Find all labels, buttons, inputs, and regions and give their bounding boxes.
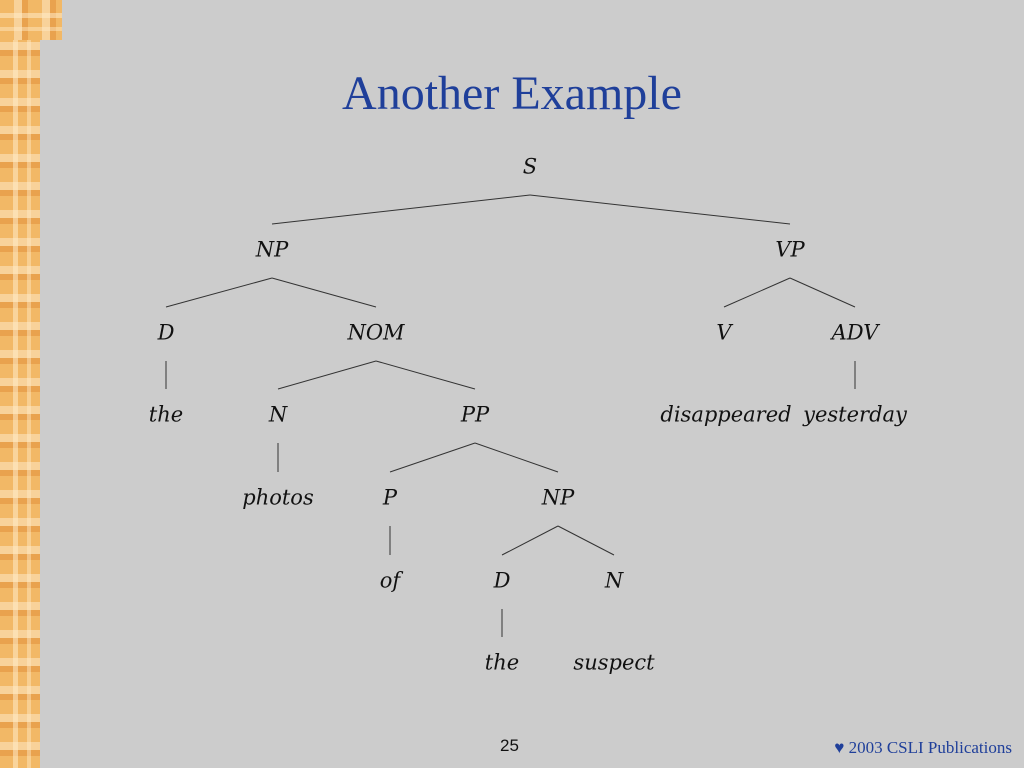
- tree-node-d1: D: [157, 321, 175, 345]
- tree-node-suspect: suspect: [573, 651, 655, 675]
- decorative-border-top: [0, 0, 62, 40]
- tree-node-disappeared: disappeared: [660, 403, 791, 427]
- tree-edge-nom-pp: [375, 360, 476, 390]
- tree-node-nom: NOM: [346, 321, 405, 345]
- heart-icon: ♥: [834, 738, 845, 757]
- tree-edge-s-vp: [529, 194, 791, 225]
- slide-title: Another Example: [342, 67, 682, 120]
- tree-node-the1: the: [149, 403, 183, 427]
- tree-node-n2: N: [604, 569, 624, 593]
- tree-node-np1: NP: [255, 238, 289, 262]
- tree-edge-np2-d2: [501, 525, 559, 556]
- tree-node-d2: D: [493, 569, 511, 593]
- tree-edge-nom-n1: [277, 360, 377, 390]
- tree-edge-np1-d1: [165, 277, 273, 308]
- copyright-footer: ♥ 2003 CSLI Publications: [834, 738, 1012, 758]
- page-number: 25: [500, 736, 519, 755]
- tree-node-n1: N: [268, 403, 288, 427]
- tree-edges: [165, 194, 856, 637]
- tree-edge-pp-p: [389, 442, 476, 473]
- tree-node-np2: NP: [541, 486, 575, 510]
- tree-edge-pp-np2: [474, 442, 559, 473]
- tree-node-p: P: [382, 486, 398, 510]
- tree-node-photos: photos: [242, 486, 314, 510]
- tree-edge-np1-nom: [271, 277, 377, 308]
- tree-edge-vp-v: [723, 277, 791, 308]
- tree-node-vp: VP: [775, 238, 805, 262]
- tree-edge-s-np1: [271, 194, 531, 225]
- tree-node-of: of: [380, 569, 404, 593]
- tree-edge-vp-adv: [789, 277, 856, 308]
- decorative-border-left: [0, 0, 40, 768]
- tree-edge-np2-n2: [557, 525, 615, 556]
- copyright-text: 2003 CSLI Publications: [848, 738, 1012, 757]
- tree-node-the2: the: [485, 651, 519, 675]
- tree-node-adv: ADV: [830, 321, 881, 345]
- tree-node-yesterday: yesterday: [802, 403, 908, 427]
- tree-node-v: V: [716, 321, 733, 345]
- tree-node-pp: PP: [460, 403, 490, 427]
- tree-node-s: S: [523, 155, 537, 179]
